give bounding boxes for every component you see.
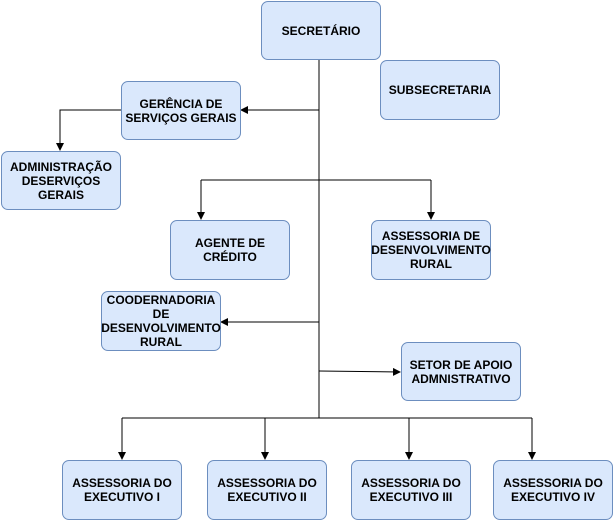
node-label: ASSESSORIA DE bbox=[381, 229, 481, 243]
node-label: RURAL bbox=[410, 257, 452, 271]
node-subsecretaria: SUBSECRETARIA bbox=[380, 60, 500, 120]
node-label: ASSESSORIA DO bbox=[361, 476, 461, 490]
node-assessoria-executivo-4: ASSESSORIA DO EXECUTIVO IV bbox=[493, 460, 613, 520]
arrow-to-administracao bbox=[56, 109, 121, 151]
node-label: COODERNADORIA bbox=[106, 293, 216, 307]
node-administracao-servicos-gerais: ADMINISTRAÇÃO DESERVIÇOS GERAIS bbox=[1, 151, 121, 210]
node-label: GERAIS bbox=[37, 187, 84, 202]
node-label: ASSESSORIA DO bbox=[217, 476, 317, 490]
node-assessoria-executivo-1: ASSESSORIA DO EXECUTIVO I bbox=[62, 460, 182, 520]
arrow-to-setor-apoio bbox=[318, 367, 401, 376]
node-label: DESERVIÇOS bbox=[21, 173, 101, 188]
node-label: EXECUTIVO III bbox=[369, 490, 453, 504]
node-label: EXECUTIVO IV bbox=[510, 490, 595, 504]
node-label: DESENVOLVIMENTO bbox=[371, 243, 491, 257]
node-label: SETOR DE APOIO bbox=[409, 357, 513, 372]
node-label: EXECUTIVO I bbox=[83, 490, 160, 504]
node-label: GERÊNCIA DE bbox=[139, 96, 223, 111]
node-label: CRÉDITO bbox=[203, 250, 257, 264]
node-assessoria-executivo-2: ASSESSORIA DO EXECUTIVO II bbox=[207, 460, 327, 520]
node-label: SUBSECRETARIA bbox=[388, 83, 492, 97]
node-label: DE bbox=[152, 307, 170, 321]
node-label: SECRETÁRIO bbox=[281, 23, 361, 38]
node-agente-credito: AGENTE DE CRÉDITO bbox=[170, 220, 290, 280]
node-assessoria-desenvolvimento-rural: ASSESSORIA DE DESENVOLVIMENTO RURAL bbox=[371, 220, 491, 280]
node-secretario: SECRETÁRIO bbox=[261, 1, 381, 60]
node-assessoria-executivo-3: ASSESSORIA DO EXECUTIVO III bbox=[351, 460, 471, 520]
node-label: EXECUTIVO II bbox=[227, 490, 307, 504]
node-label: AGENTE DE bbox=[194, 236, 265, 250]
node-coordenadoria-desenvolvimento-rural: COODERNADORIA DE DESENVOLVIMENTO RURAL bbox=[101, 291, 221, 351]
node-setor-apoio-administrativo: SETOR DE APOIO ADMNISTRATIVO bbox=[401, 342, 521, 401]
node-label: RURAL bbox=[140, 335, 182, 349]
node-label: ASSESSORIA DO bbox=[72, 476, 172, 490]
node-label: ADMINISTRAÇÃO bbox=[10, 159, 112, 174]
node-label: SERVIÇOS GERAIS bbox=[125, 110, 237, 125]
node-gerencia-servicos-gerais: GERÊNCIA DE SERVIÇOS GERAIS bbox=[121, 81, 241, 140]
node-label: ADMNISTRATIVO bbox=[411, 371, 511, 386]
node-label: DESENVOLVIMENTO bbox=[101, 321, 221, 335]
node-label: ASSESSORIA DO bbox=[503, 476, 603, 490]
